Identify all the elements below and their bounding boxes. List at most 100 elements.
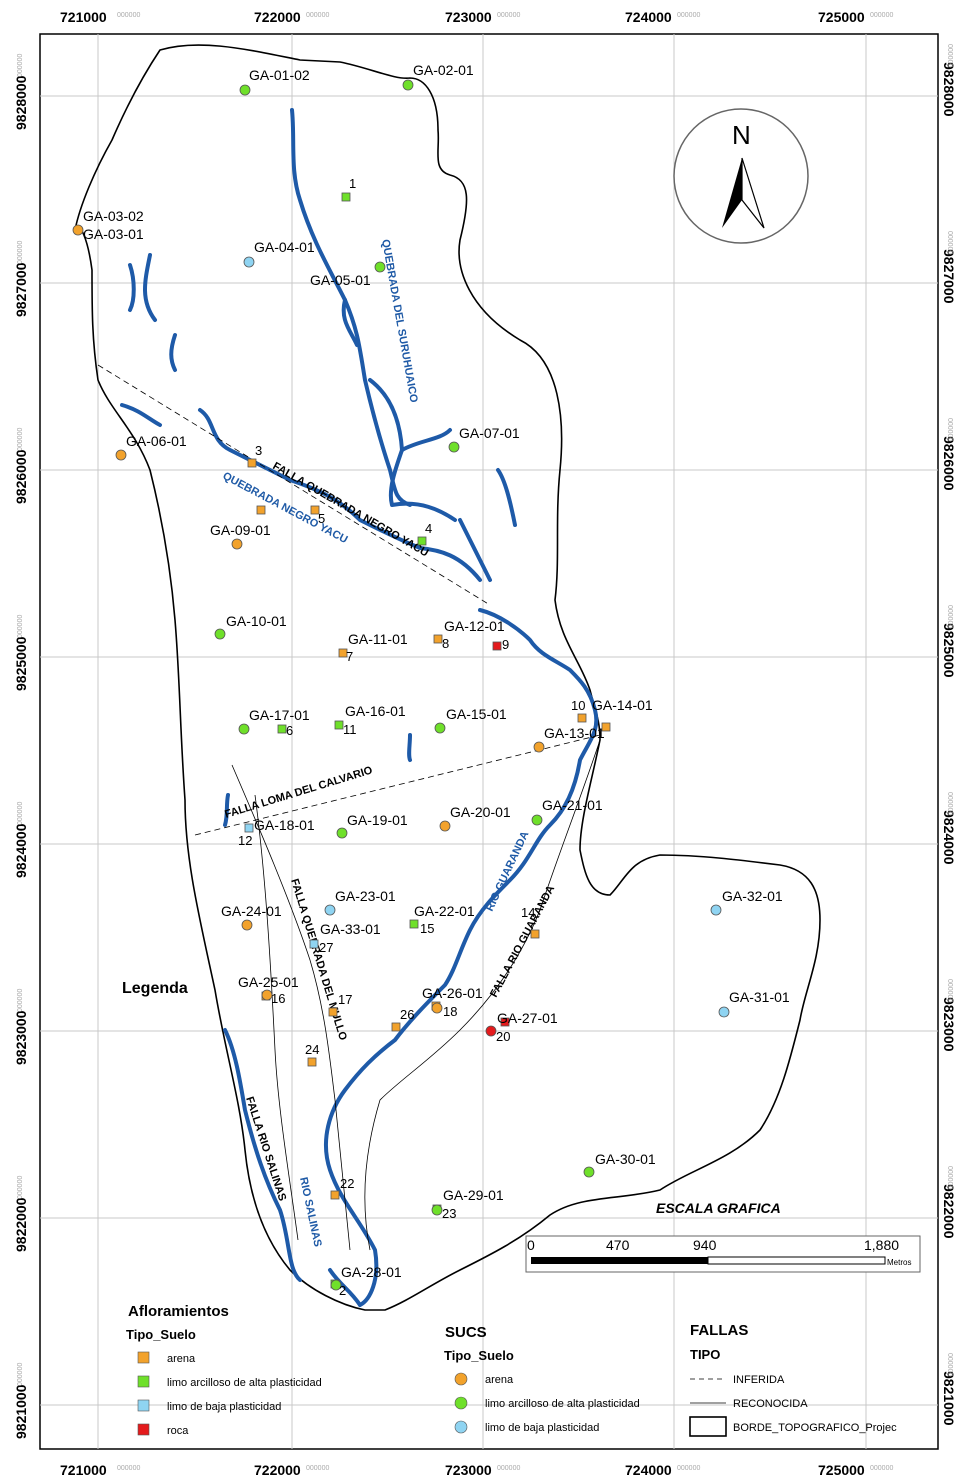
marker-circle [531, 814, 543, 826]
easting-tick-sub: 000000 [306, 12, 329, 19]
square-label: 24 [305, 1042, 319, 1057]
legend-swatch-arena [137, 1351, 150, 1364]
easting-tick-sub: 000000 [870, 12, 893, 19]
sample-label: GA-01-02 [249, 67, 310, 83]
northing-tick: 9822000 [941, 1184, 957, 1239]
northing-tick-sub: 000000 [946, 979, 953, 1002]
marker-square [310, 505, 320, 515]
northing-tick-sub: 000000 [946, 1353, 953, 1376]
northing-tick: 9826000 [13, 449, 29, 504]
northing-ticks-right: 9828000 000000 9827000 000000 9826000 00… [941, 44, 957, 1426]
scale-unit: Metros [887, 1258, 911, 1267]
marker-square [409, 919, 419, 929]
square-label: 17 [338, 992, 352, 1007]
northing-tick: 9827000 [941, 249, 957, 304]
marker-square [309, 939, 319, 949]
scale-label: 470 [606, 1237, 630, 1253]
square-label: 5 [318, 511, 325, 526]
easting-tick: 723000 [445, 9, 492, 25]
marker-square [391, 1022, 401, 1032]
northing-tick-sub: 000000 [17, 615, 24, 638]
marker-circle [324, 904, 336, 916]
northing-tick-sub: 000000 [946, 418, 953, 441]
legend: Legenda Afloramientos Tipo_Suelo arena l… [122, 980, 897, 1437]
northing-tick: 9825000 [13, 636, 29, 691]
marker-circle [718, 1006, 730, 1018]
sample-label: GA-32-01 [722, 888, 783, 904]
legend-sucs-title: SUCS [445, 1324, 487, 1341]
marker-circle [243, 256, 255, 268]
northing-tick-sub: 000000 [946, 792, 953, 815]
sample-label: GA-07-01 [459, 425, 520, 441]
marker-circle [374, 261, 386, 273]
marker-circle [583, 1166, 595, 1178]
square-label: 10 [571, 698, 585, 713]
sample-label: GA-18-01 [254, 817, 315, 833]
easting-tick: 722000 [254, 9, 301, 25]
easting-tick: 723000 [445, 1462, 492, 1478]
marker-square [577, 713, 587, 723]
northing-tick: 9823000 [941, 997, 957, 1052]
sample-label: GA-26-01 [422, 985, 483, 1001]
north-arrow-left-half [722, 158, 742, 228]
square-label: 6 [286, 723, 293, 738]
marker-square [330, 1190, 340, 1200]
northing-tick-sub: 000000 [946, 231, 953, 254]
northing-tick: 9827000 [13, 262, 29, 317]
easting-ticks-bottom: 721000 000000 722000 000000 723000 00000… [60, 1462, 893, 1478]
marker-circle [72, 224, 84, 236]
marker-circle [239, 84, 251, 96]
scale-bar: ESCALA GRAFICA 0 470 940 1,880 Metros [525, 1200, 921, 1273]
marker-square [247, 458, 257, 468]
northing-tick-sub: 000000 [17, 54, 24, 77]
square-label: 7 [346, 649, 353, 664]
legend-item: limo arcilloso de alta plasticidad [485, 1398, 640, 1410]
northing-tick-sub: 000000 [17, 1176, 24, 1199]
scale-box [525, 1235, 921, 1273]
marker-square [341, 192, 351, 202]
fault-salinas-line [254, 794, 299, 1241]
northing-tick-sub: 000000 [946, 605, 953, 628]
marker-circle [261, 989, 273, 1001]
marker-square [433, 634, 443, 644]
northing-tick: 9828000 [13, 75, 29, 130]
marker-circle [336, 827, 348, 839]
easting-tick: 724000 [625, 1462, 672, 1478]
topographic-border [74, 44, 821, 1311]
northing-tick-sub: 000000 [946, 44, 953, 67]
square-label: 1 [349, 176, 356, 191]
easting-tick-sub: 000000 [117, 1465, 140, 1472]
easting-tick-sub: 000000 [677, 1465, 700, 1472]
marker-circle [214, 628, 226, 640]
easting-tick: 721000 [60, 9, 107, 25]
legend-swatch-limo-baja [137, 1399, 150, 1412]
marker-circle [241, 919, 253, 931]
legend-item: roca [167, 1425, 189, 1437]
marker-circle [533, 741, 545, 753]
sample-label: GA-29-01 [443, 1187, 504, 1203]
marker-square [338, 648, 348, 658]
marker-circle [431, 1204, 443, 1216]
scale-segment-dark [531, 1257, 708, 1264]
legend-circle-arena [454, 1372, 468, 1386]
legend-item: BORDE_TOPOGRAFICO_Projec [733, 1422, 897, 1434]
easting-tick-sub: 000000 [306, 1465, 329, 1472]
legend-item: RECONOCIDA [733, 1398, 808, 1410]
legend-item: arena [485, 1374, 514, 1386]
sample-label: GA-03-01 [83, 226, 144, 242]
easting-tick-sub: 000000 [677, 12, 700, 19]
northing-tick-sub: 000000 [17, 1363, 24, 1386]
square-label: 4 [425, 521, 432, 536]
sample-label: GA-02-01 [413, 62, 474, 78]
square-label: 14 [521, 905, 535, 920]
legend-fallas-title: FALLAS [690, 1322, 748, 1339]
square-label: 9 [502, 637, 509, 652]
northing-tick-sub: 000000 [17, 241, 24, 264]
legend-circle-limo-alta [454, 1396, 468, 1410]
legend-sucs-subtitle: Tipo_Suelo [444, 1348, 514, 1363]
easting-tick: 725000 [818, 1462, 865, 1478]
marker-square [492, 641, 502, 651]
northing-tick: 9824000 [13, 823, 29, 878]
legend-circle-limo-baja [454, 1420, 468, 1434]
